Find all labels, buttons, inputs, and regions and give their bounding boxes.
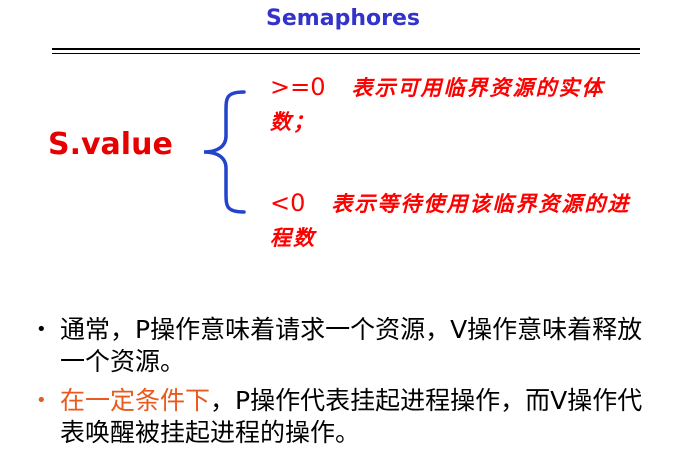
case-description: 表示可用临界资源的实体数； [270,75,605,134]
bullet-marker: • [36,390,47,411]
bullet-text: 在一定条件下，P操作代表挂起进程操作，而V操作代表唤醒被挂起进程的操作。 [60,385,656,449]
title-divider-thin [52,53,640,54]
bullet-marker: • [36,319,47,340]
curly-brace-icon [203,90,246,214]
bullet-rest: ，P操作代表挂起进程操作，而V操作代表唤醒被挂起进程的操作。 [60,386,643,447]
bullet-text: 通常，P操作意味着请求一个资源，V操作意味着释放一个资源。 [60,315,643,376]
semaphore-variable: S.value [48,127,173,162]
case-description: 表示等待使用该临界资源的进程数 [270,191,631,250]
title-divider-thick [52,48,640,50]
bullet-highlight: 在一定条件下 [60,386,211,415]
case-condition: >=0 [270,73,326,101]
bullet-item: • 在一定条件下，P操作代表挂起进程操作，而V操作代表唤醒被挂起进程的操作。 [36,385,656,449]
bullet-item: • 通常，P操作意味着请求一个资源，V操作意味着释放一个资源。 [36,314,656,378]
case-condition: <0 [270,189,306,217]
slide-title: Semaphores [266,6,420,31]
